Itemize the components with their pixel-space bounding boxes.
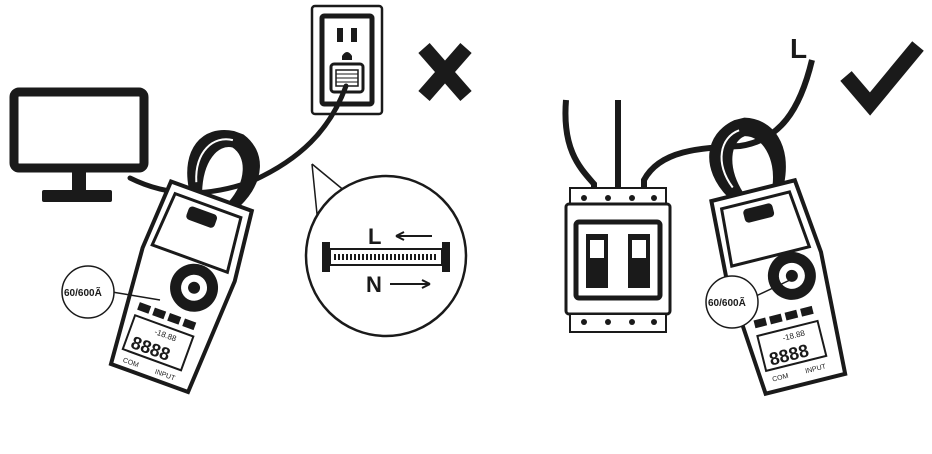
magnified-cable-callout: L N — [304, 163, 468, 338]
wire-label-l: L — [368, 224, 381, 249]
live-wire-l — [641, 59, 815, 206]
right-panel-correct: L -18.88 8888 COM INPUT 60/ — [562, 33, 924, 397]
wire-label-n: N — [366, 272, 382, 297]
range-callout-text-right: 60/600Ã — [708, 296, 746, 309]
range-callout-right: 60/600Ã — [705, 275, 791, 329]
clamp-meter-right: -18.88 8888 COM INPUT — [709, 117, 848, 397]
left-panel-incorrect: L N -18.88 8888 — [9, 4, 472, 395]
wire-label-l-right: L — [790, 33, 807, 64]
cross-mark-icon — [418, 43, 472, 101]
check-mark-icon — [840, 41, 924, 116]
circuit-breaker-icon — [564, 187, 672, 333]
clamp-meter-left: -18.88 8888 COM INPUT — [108, 129, 260, 395]
range-callout-text: 60/600Ã — [64, 286, 102, 299]
computer-monitor-icon — [9, 87, 149, 202]
wall-outlet-icon — [310, 4, 384, 116]
range-callout-left: 60/600Ã — [61, 265, 161, 319]
incoming-wire-1 — [562, 99, 597, 206]
meter-com-label-right: COM — [772, 373, 790, 384]
